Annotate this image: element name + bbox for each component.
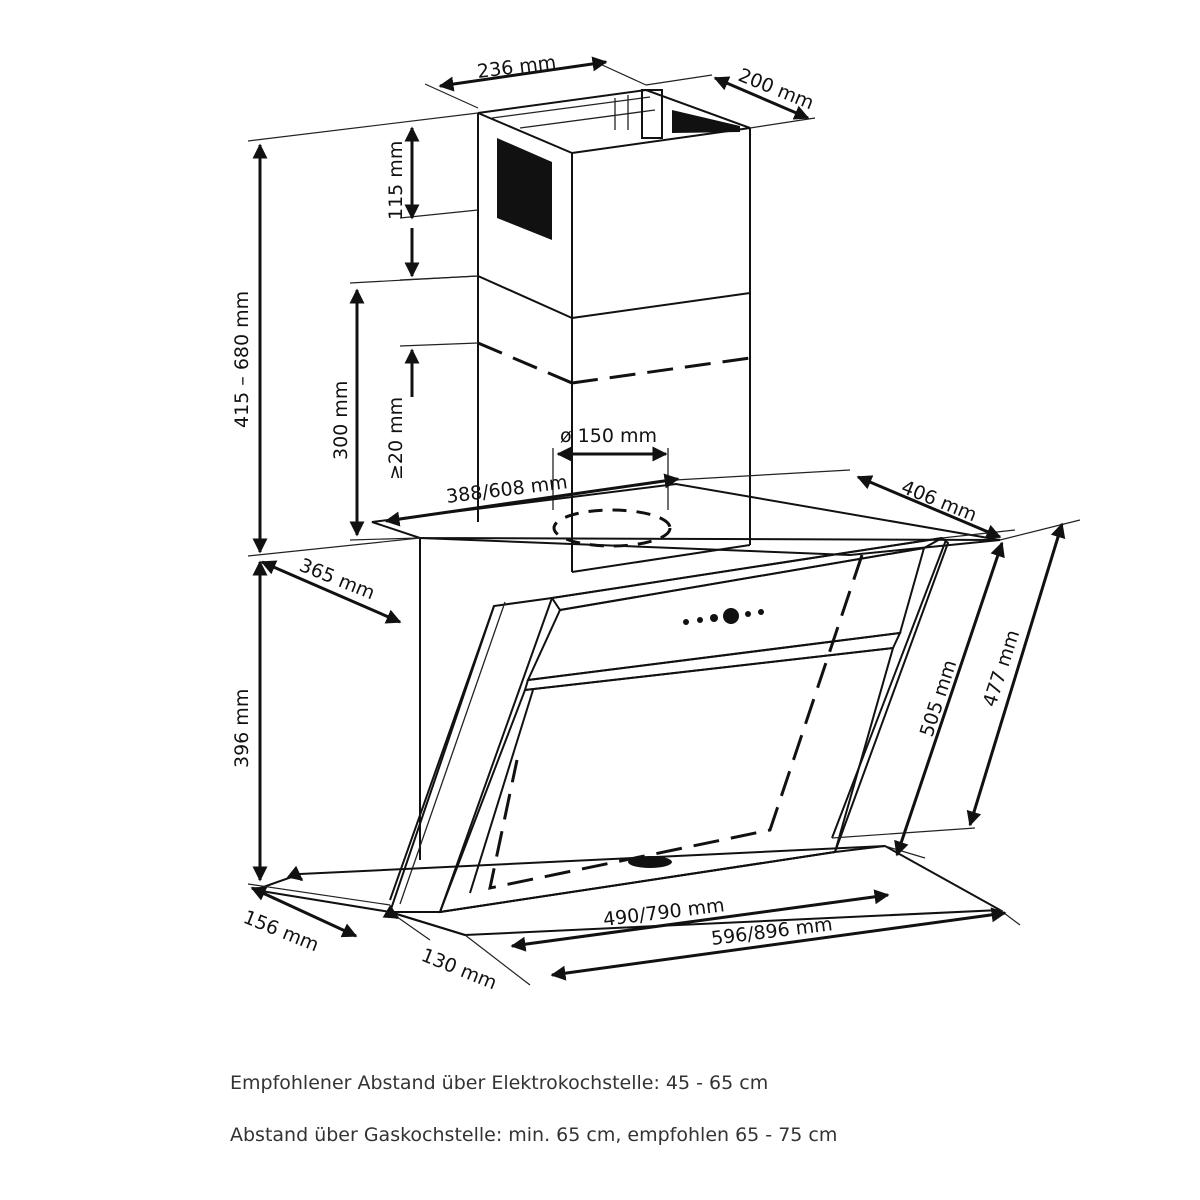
label-min-gap: ≥20 mm [385,397,407,480]
hood-dimension-diagram: 236 mm 200 mm 115 mm ≥20 mm 300 mm 415 –… [231,51,1081,994]
extension-lines [247,63,1081,986]
label-chimney-width: 236 mm [476,51,557,83]
label-chimney-height: 415 – 680 mm [231,291,253,428]
hood-drawing [254,448,1004,937]
label-lower-section: 300 mm [330,381,352,460]
label-chimney-depth: 200 mm [735,64,817,114]
label-glass-height: 505 mm [916,657,961,739]
label-duct-diameter: ø 150 mm [560,425,657,447]
label-hood-depth-top: 406 mm [898,476,980,526]
note-electric-distance: Empfohlener Abstand über Elektrokochstel… [230,1072,769,1094]
label-hood-depth-side: 365 mm [296,554,378,604]
label-hood-height: 396 mm [231,689,253,768]
note-gas-distance: Abstand über Gaskochstelle: min. 65 cm, … [230,1124,838,1146]
dimension-arrows [250,56,1066,981]
label-top-section: 115 mm [385,141,407,220]
chimney-drawing [477,88,751,573]
